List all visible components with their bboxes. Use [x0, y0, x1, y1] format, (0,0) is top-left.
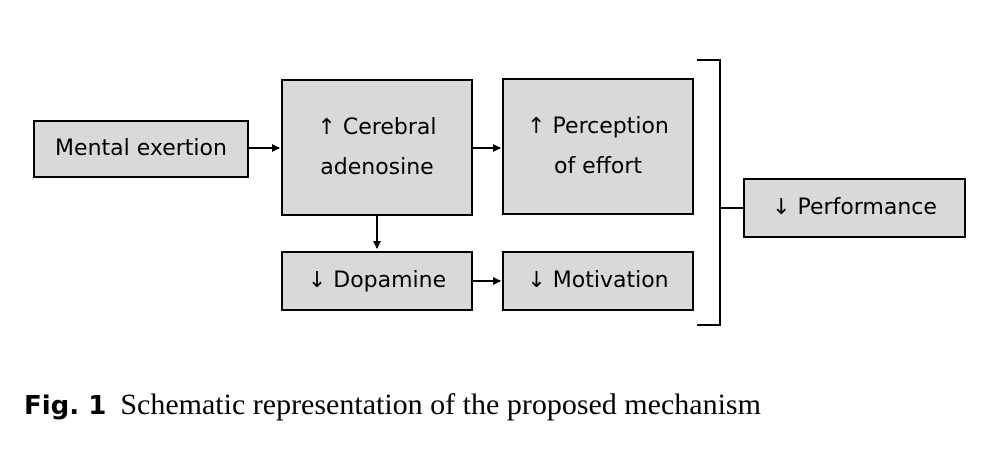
node-cerebral-adenosine: ↑ Cerebral adenosine	[281, 79, 473, 216]
caption-label: Fig. 1	[24, 391, 107, 421]
node-label: ↓ Dopamine	[307, 268, 447, 293]
node-label-line2: of effort	[553, 153, 643, 179]
node-label: ↓ Performance	[772, 195, 937, 220]
node-mental-exertion: Mental exertion	[33, 120, 249, 178]
node-perception-of-effort: ↑ Perception of effort	[502, 78, 694, 215]
node-motivation: ↓ Motivation	[502, 251, 694, 311]
node-label: ↓ Motivation	[527, 268, 669, 293]
figure-caption: Fig. 1 Schematic representation of the pr…	[24, 388, 761, 422]
node-label-line1: ↑ Cerebral	[317, 114, 437, 140]
bracket	[697, 59, 721, 326]
node-label-line2: adenosine	[320, 154, 434, 180]
node-dopamine: ↓ Dopamine	[281, 251, 473, 311]
node-label: Mental exertion	[55, 136, 227, 161]
node-label-line1: ↑ Perception	[527, 113, 669, 139]
caption-text: Schematic representation of the proposed…	[120, 388, 761, 421]
node-performance: ↓ Performance	[743, 178, 966, 238]
